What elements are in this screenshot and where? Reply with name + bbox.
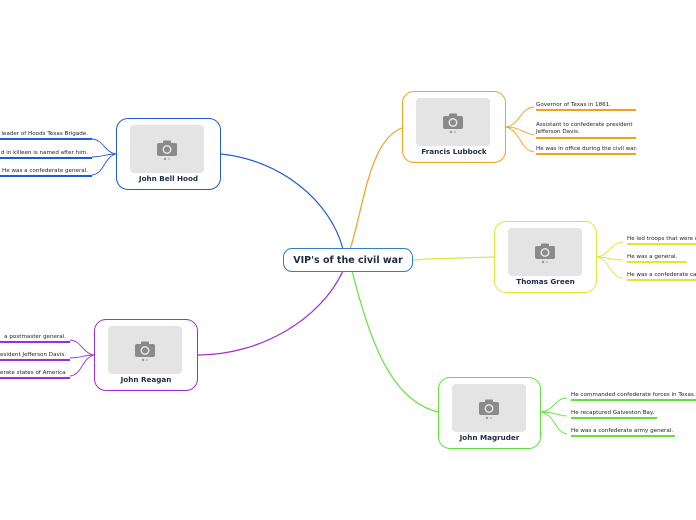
detail-underline (627, 243, 696, 245)
topic-label: John Reagan (120, 375, 172, 384)
detail-text[interactable]: Assistant to confederate president Jeffe… (536, 122, 633, 135)
detail-underline (571, 417, 657, 419)
camera-icon (108, 326, 182, 374)
topic-label: John Bell Hood (138, 174, 199, 183)
leaf-connector (596, 241, 624, 258)
topic-label: Francis Lubbock (421, 147, 487, 156)
edge-thomas-green (412, 256, 495, 261)
edge-john-bell-hood (220, 153, 344, 250)
topic-thomas-green[interactable]: Thomas Green (494, 221, 597, 293)
camera-icon (416, 98, 490, 146)
leaf-connector (91, 153, 117, 158)
detail-text[interactable]: He recaptured Galveston Bay. (571, 410, 655, 416)
detail-text[interactable]: He commanded confederate forces in Texas… (571, 392, 696, 398)
central-topic[interactable]: VIP's of the civil war (283, 248, 413, 272)
edge-francis-lubbock (349, 127, 403, 251)
detail-text[interactable]: leader of Hoods Texas Brigade. (1, 131, 88, 137)
detail-text[interactable]: He was a general. (627, 254, 678, 260)
detail-text[interactable]: He was in office during the civil war. (536, 146, 638, 152)
leaf-connector (69, 339, 95, 356)
detail-underline (536, 153, 636, 155)
detail-underline (0, 377, 70, 379)
detail-underline (627, 261, 687, 263)
detail-text[interactable]: erate states of America. (0, 370, 66, 376)
leaf-connector (505, 126, 535, 136)
detail-underline (0, 341, 70, 343)
topic-john-bell-hood[interactable]: John Bell Hood (116, 118, 221, 190)
central-topic-title: VIP's of the civil war (293, 254, 403, 266)
edge-john-reagan (197, 270, 344, 356)
leaf-connector (505, 106, 535, 128)
leaf-connector (540, 397, 568, 413)
edge-john-magruder (351, 270, 439, 413)
topic-francis-lubbock[interactable]: Francis Lubbock (402, 91, 506, 163)
topic-john-reagan[interactable]: John Reagan (94, 319, 198, 391)
detail-underline (536, 109, 636, 111)
leaf-connector (505, 126, 535, 153)
detail-underline (0, 138, 92, 140)
leaf-connector (596, 256, 624, 261)
detail-text[interactable]: d in killeen is named after him. (0, 150, 88, 156)
camera-icon (130, 125, 204, 173)
leaf-connector (540, 411, 568, 417)
camera-icon (508, 228, 582, 276)
detail-underline (0, 157, 92, 159)
detail-text[interactable]: He led troops that were c (627, 236, 696, 242)
leaf-connector (91, 153, 117, 176)
detail-underline (571, 435, 675, 437)
leaf-connector (540, 411, 568, 435)
detail-text[interactable]: He was a confederate general. (2, 168, 88, 174)
detail-underline (571, 399, 696, 401)
leaf-connector (69, 354, 95, 359)
leaf-connector (596, 256, 624, 279)
detail-text[interactable]: a postmaster general. (4, 334, 66, 340)
leaf-connector (69, 354, 95, 377)
detail-text[interactable]: He was a confederate army general. (571, 428, 674, 434)
detail-underline (0, 359, 70, 361)
detail-text[interactable]: He was a confederate ca (627, 272, 696, 278)
topic-john-magruder[interactable]: John Magruder (438, 377, 541, 449)
detail-underline (536, 137, 636, 139)
topic-label: Thomas Green (516, 277, 575, 286)
leaf-connector (91, 138, 117, 155)
detail-underline (627, 279, 696, 281)
camera-icon (452, 384, 526, 432)
detail-text[interactable]: Governor of Texas in 1861. (536, 102, 612, 108)
detail-underline (0, 175, 92, 177)
detail-text[interactable]: esident Jefferson Davis. (0, 352, 66, 358)
topic-label: John Magruder (459, 433, 520, 442)
